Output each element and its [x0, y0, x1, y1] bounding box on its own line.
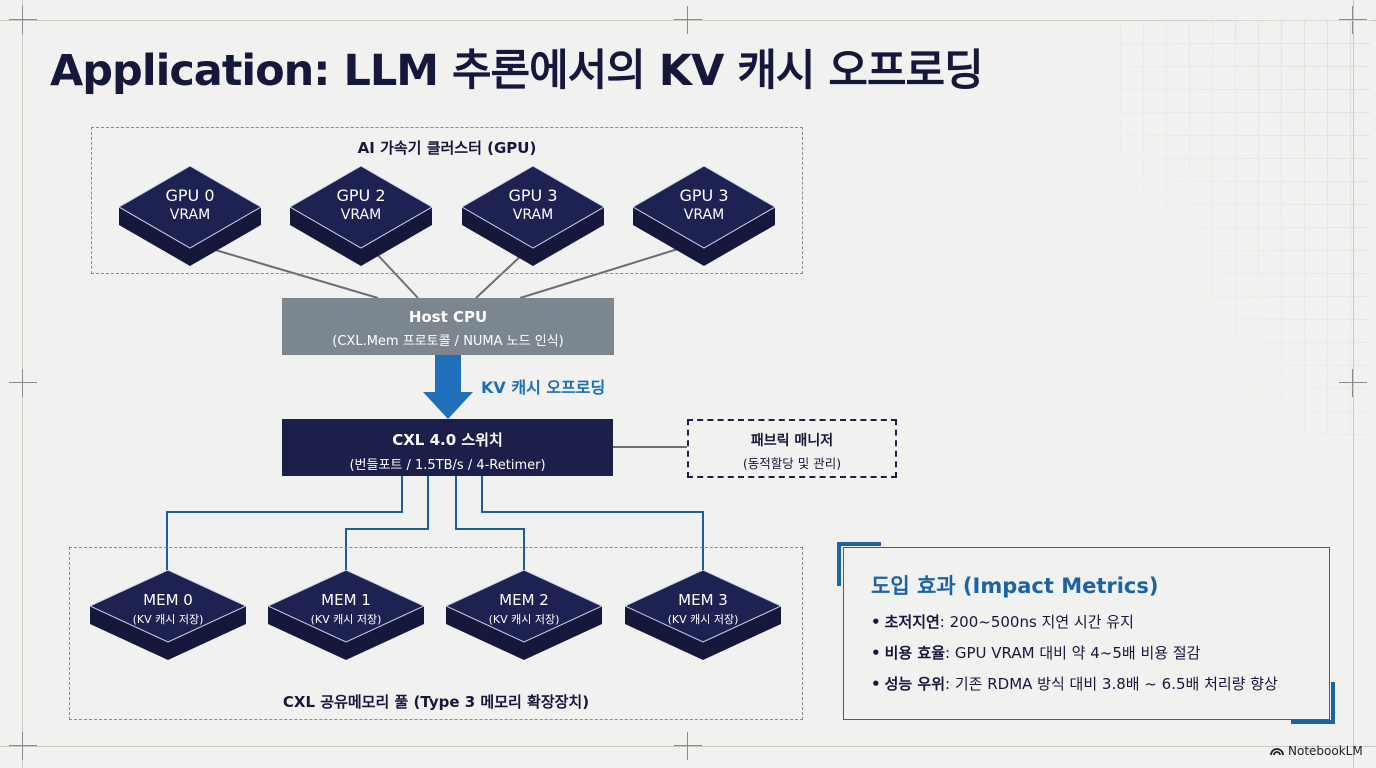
memory-chip-name: MEM 3	[678, 591, 728, 609]
frame-bottom-line	[0, 746, 1376, 747]
cxl-switch-sub: (번들포트 / 1.5TB/s / 4-Retimer)	[349, 458, 546, 473]
memory-chip: MEM 0 (KV 캐시 저장)	[90, 570, 246, 660]
bullet-icon: •	[871, 644, 881, 662]
memory-chip: MEM 2 (KV 캐시 저장)	[446, 570, 602, 660]
gpu-chip: GPU 0 VRAM	[119, 166, 261, 266]
gpu-chip-name: GPU 2	[336, 186, 386, 205]
crosshair-mark	[9, 6, 37, 34]
memory-pool-box	[69, 547, 803, 720]
background-grid	[1120, 20, 1370, 435]
memory-pool-label: CXL 공유메모리 풀 (Type 3 메모리 확장장치)	[282, 693, 590, 711]
impact-metric-item: •초저지연: 200~500ns 지연 시간 유지	[871, 611, 1134, 632]
crosshair-mark	[9, 369, 37, 397]
metric-label: 초저지연	[884, 613, 940, 631]
gpu-chip-name: GPU 3	[508, 186, 558, 205]
memory-chip: MEM 1 (KV 캐시 저장)	[268, 570, 424, 660]
fabric-manager-sub: (동적할당 및 관리)	[742, 456, 842, 471]
metric-label: 성능 우위	[884, 675, 946, 693]
gpu-chip-name: GPU 3	[679, 186, 729, 205]
memory-chip-sub: (KV 캐시 저장)	[488, 613, 560, 626]
fabric-manager-title: 패브릭 매니저	[750, 433, 834, 449]
offload-arrow	[423, 355, 473, 419]
bullet-icon: •	[871, 613, 881, 631]
gpu-chip-sub: VRAM	[512, 207, 554, 223]
brand-watermark: NotebookLM	[1270, 744, 1363, 758]
gpu-chip-sub: VRAM	[683, 207, 725, 223]
gpu-chip-name: GPU 0	[165, 186, 215, 205]
host-cpu-sub: (CXL.Mem 프로토콜 / NUMA 노드 인식)	[332, 334, 564, 349]
brand-name: NotebookLM	[1288, 744, 1363, 758]
gpu-cluster-box	[91, 127, 803, 274]
frame-top-line	[0, 20, 1376, 21]
notebooklm-logo-icon	[1270, 748, 1284, 756]
memory-chip-name: MEM 0	[143, 591, 193, 609]
impact-metric-item: •성능 우위: 기존 RDMA 방식 대비 3.8배 ~ 6.5배 처리량 향상	[871, 673, 1278, 694]
memory-chip-sub: (KV 캐시 저장)	[132, 613, 204, 626]
impact-corner-accent	[837, 542, 881, 546]
host-cpu-title: Host CPU	[408, 308, 488, 326]
metric-text: : 기존 RDMA 방식 대비 3.8배 ~ 6.5배 처리량 향상	[945, 675, 1278, 693]
gpu-chip: GPU 3 VRAM	[462, 166, 604, 266]
memory-chip-name: MEM 2	[499, 591, 549, 609]
metric-text: : 200~500ns 지연 시간 유지	[939, 613, 1134, 631]
gpu-chip-sub: VRAM	[340, 207, 382, 223]
gpu-cluster-label: AI 가속기 클러스터 (GPU)	[357, 139, 537, 157]
memory-chip-name: MEM 1	[321, 591, 371, 609]
impact-corner-accent	[1331, 682, 1335, 724]
offload-label: KV 캐시 오프로딩	[481, 378, 606, 397]
impact-metric-item: •비용 효율: GPU VRAM 대비 약 4~5배 비용 절감	[871, 642, 1200, 663]
fabric-manager-box: 패브릭 매니저 (동적할당 및 관리)	[687, 419, 897, 478]
metric-label: 비용 효율	[884, 644, 946, 662]
memory-chip-sub: (KV 캐시 저장)	[310, 613, 382, 626]
impact-corner-accent	[837, 542, 841, 586]
cxl-switch-title: CXL 4.0 스위치	[392, 431, 503, 449]
memory-chip-sub: (KV 캐시 저장)	[667, 613, 739, 626]
impact-panel	[843, 547, 1330, 720]
gpu-chip-sub: VRAM	[169, 207, 211, 223]
crosshair-mark	[674, 732, 702, 760]
crosshair-mark	[9, 732, 37, 760]
impact-corner-accent	[1291, 720, 1335, 724]
memory-chip: MEM 3 (KV 캐시 저장)	[625, 570, 781, 660]
cxl-switch-box: CXL 4.0 스위치 (번들포트 / 1.5TB/s / 4-Retimer)	[282, 419, 613, 476]
host-cpu-box: Host CPU (CXL.Mem 프로토콜 / NUMA 노드 인식)	[282, 298, 614, 355]
impact-title: 도입 효과 (Impact Metrics)	[871, 574, 1159, 598]
gpu-chip: GPU 2 VRAM	[290, 166, 432, 266]
page-title: Application: LLM 추론에서의 KV 캐시 오프로딩	[50, 46, 984, 96]
bullet-icon: •	[871, 675, 881, 693]
crosshair-mark	[674, 6, 702, 34]
metric-text: : GPU VRAM 대비 약 4~5배 비용 절감	[945, 644, 1201, 662]
gpu-chip: GPU 3 VRAM	[633, 166, 775, 266]
